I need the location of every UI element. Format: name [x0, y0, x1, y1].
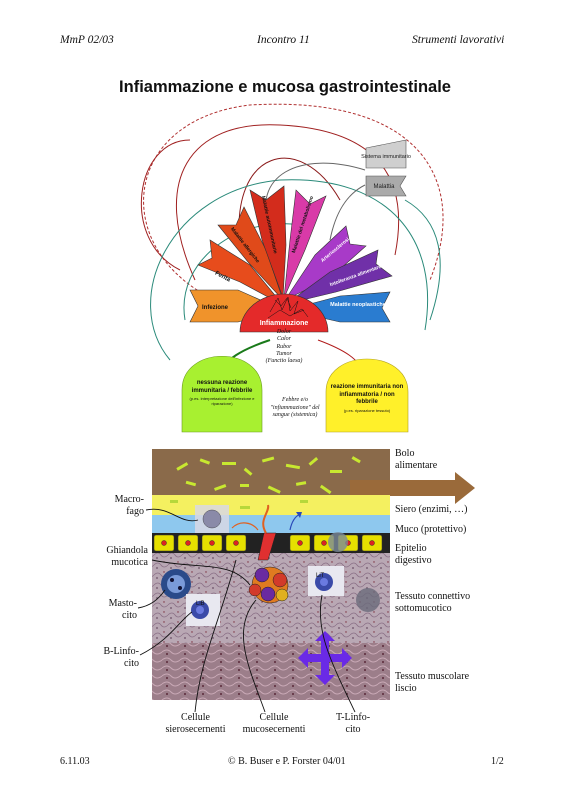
header-section: Strumenti lavorativi: [412, 34, 505, 46]
label-epitelio: Epitelio digestivo: [395, 543, 432, 566]
petal-metabolismo: [283, 189, 327, 299]
arc-teal-3: [404, 199, 441, 321]
symptom-rubor: Rubor: [276, 343, 292, 350]
plasma-cell: [356, 588, 380, 612]
fever-note: Febbre e/o "infiammazione" del sangue (s…: [270, 397, 320, 418]
label-muscolare: Tessuto muscolare liscio: [395, 671, 470, 694]
arc-gray-2: [329, 184, 366, 241]
legend-immune-label: Sistema immunitario: [361, 154, 411, 160]
mucous-gland: [248, 504, 289, 604]
leader-mastocito: [137, 589, 166, 609]
green-outcome-text: nessuna reazione immunitaria / febbrile …: [186, 380, 258, 406]
symptom-dolor: Dolor: [276, 329, 292, 335]
b-lymphocyte-cell: [191, 601, 209, 619]
petal-intolleranza: [285, 249, 393, 305]
leader-sierosecernenti: [194, 559, 237, 713]
label-bolo: Bolo alimentare: [395, 448, 438, 471]
arrow-macrophage-epithelium: [231, 522, 259, 531]
legend-immune-shape: [365, 139, 407, 169]
symptom-functio: (Functio laesa): [265, 358, 303, 365]
label-connettivo: Tessuto connettivo sottomucotico: [395, 591, 471, 614]
arc-red-1: [143, 103, 444, 301]
label-muco: Muco (protettivo): [395, 524, 467, 535]
nerve-tangle-icon: [267, 296, 309, 319]
label-ghiandola: Ghiandola mucotica: [106, 545, 148, 568]
mucus-layer: [152, 515, 390, 533]
arc-teal-1: [150, 179, 429, 361]
yellow-outcome-title: reazione immunitaria non infiammatoria /…: [330, 384, 404, 405]
petal-label-infezione: Infezione: [202, 305, 229, 311]
yellow-outcome: [325, 358, 409, 433]
label-tlinfocito: T-Linfo-cito: [335, 712, 371, 735]
footer-page-number: 1/2: [491, 756, 504, 767]
inflammation-center-label: Infiammazione: [260, 320, 309, 327]
leader-mucosecernenti: [242, 599, 266, 713]
green-outcome-note: (p.es. interpretazione dell'infezione e …: [189, 396, 255, 406]
green-outcome: [181, 355, 263, 433]
symptoms-list: Dolor Calor Rubor Tumor (Functio laesa): [258, 329, 310, 365]
macrophage-cell: [195, 505, 229, 533]
petal-autoimmunitarie: [249, 185, 287, 299]
green-outcome-title: nessuna reazione immunitaria / febbrile: [191, 380, 253, 394]
legend-disease-shape: [365, 175, 407, 197]
leader-blinfocito: [139, 611, 193, 656]
leader-ghiandola: [151, 559, 251, 586]
legend-disease-label: Malattia: [373, 184, 395, 190]
yellow-outcome-text: reazione immunitaria non infiammatoria /…: [330, 384, 404, 413]
lib-tag: LiB: [196, 601, 205, 607]
header-course: MmP 02/03: [60, 34, 114, 46]
muscle-contraction-arrows-icon: [298, 631, 352, 685]
leader-tlinfocito: [319, 594, 356, 713]
leader-macrofago: [145, 508, 199, 522]
petal-ferita: [197, 239, 284, 306]
arc-red-3: [238, 157, 341, 246]
arc-red-4: [140, 139, 191, 271]
label-macrofago: Macro-fago: [114, 494, 144, 517]
label-sierosecernenti: Cellule sierosecernenti: [165, 712, 226, 735]
mast-cell: [161, 569, 191, 599]
muscle-layer: [152, 643, 390, 700]
symptom-tumor: Tumor: [276, 350, 292, 357]
footer-date: 6.11.03: [60, 756, 90, 767]
label-siero: Siero (enzimi, …): [395, 504, 468, 515]
petal-label-neoplastiche: Malattie neoplastiche: [330, 302, 386, 308]
lit-tag: LiT: [316, 573, 325, 579]
page-title: Infiammazione e mucosa gastrointestinale: [119, 78, 451, 96]
label-mucosecernenti: Cellule mucosecernenti: [242, 712, 306, 735]
symptom-calor: Calor: [276, 336, 291, 343]
inflammation-center: [239, 293, 329, 333]
footer-copyright: © B. Buser e P. Forster 04/01: [228, 756, 346, 767]
t-lymphocyte-cell: [315, 573, 333, 591]
label-blinfocito: B-Linfo-cito: [103, 646, 139, 669]
label-mastocito: Masto-cito: [108, 598, 137, 621]
header-meeting: Incontro 11: [257, 34, 310, 46]
serous-cell: [328, 532, 348, 552]
serum-layer: [152, 495, 390, 515]
food-particles: [176, 456, 361, 495]
yellow-outcome-note: (p.es. riparazione tessuto): [343, 407, 391, 413]
